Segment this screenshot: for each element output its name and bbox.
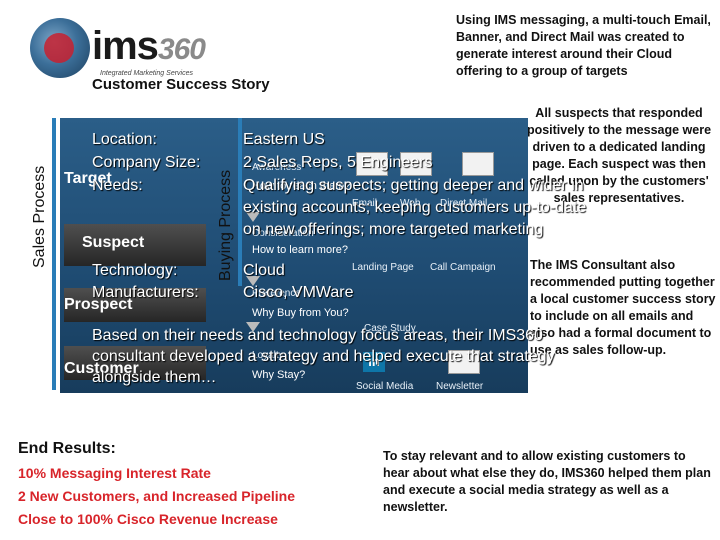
sales-process-label: Sales Process [31, 165, 48, 268]
strategy-line-2: consultant developed a strategy and help… [92, 348, 555, 365]
flow-direct-mail: Direct Mail [440, 198, 488, 209]
flow-case-study: Case Study [364, 323, 416, 334]
buying-process-bar [238, 118, 242, 286]
flow-social-media: Social Media [356, 381, 414, 392]
flow-awareness: Awareness [252, 162, 302, 173]
linkedin-icon: in [363, 352, 385, 372]
flow-loyalty: Loyalty [252, 350, 284, 361]
result-item: 10% Messaging Interest Rate [18, 465, 211, 481]
logo-accent-icon [44, 33, 74, 63]
technology-label: Technology: [92, 262, 178, 279]
flow-how-to-reach: How to reach them? [252, 180, 351, 192]
down-arrow-icon [246, 322, 260, 332]
needs-value-line-1: Qualifying suspects; getting deeper and … [243, 177, 584, 194]
result-item: 2 New Customers, and Increased Pipeline [18, 488, 295, 504]
company-size-label: Company Size: [92, 154, 201, 171]
stage-prospect [64, 288, 206, 322]
sales-process-bar [52, 118, 56, 390]
flow-why-buy: Why Buy from You? [252, 307, 349, 319]
flow-how-to-learn: How to learn more? [252, 244, 348, 256]
technology-value: Cloud [243, 262, 285, 279]
result-item: Close to 100% Cisco Revenue Increase [18, 511, 278, 527]
newsletter-tile-icon [448, 350, 480, 374]
flow-web: Web [400, 198, 421, 209]
logo-brand-number: 360 [157, 33, 206, 66]
logo-brand-main: ims [92, 24, 159, 68]
story-title: Customer Success Story [92, 76, 270, 93]
flow-call-campaign: Call Campaign [430, 262, 496, 273]
stage-customer-label: Customer [64, 360, 139, 377]
web-tile-icon [400, 152, 432, 176]
flow-consideration: Consideration [252, 228, 314, 239]
consultant-note: The IMS Consultant also recommended putt… [530, 258, 716, 357]
landing-page-note: All suspects that responded positively t… [526, 106, 712, 205]
down-arrow-icon [246, 276, 260, 286]
flow-landing-page: Landing Page [352, 262, 414, 273]
stage-prospect-label: Prospect [64, 296, 133, 313]
messaging-note: Using IMS messaging, a multi-touch Email… [456, 13, 711, 78]
strategy-line-3: alongside them… [92, 369, 217, 386]
end-results-title: End Results: [18, 440, 116, 457]
location-label: Location: [92, 131, 157, 148]
location-value: Eastern US [243, 131, 325, 148]
buying-process-label: Buying Process [217, 169, 234, 281]
strategy-line-1: Based on their needs and technology focu… [92, 327, 543, 344]
company-size-value: 2 Sales Reps, 5 Engineers [243, 154, 433, 171]
needs-value-line-2: existing accounts; keeping customers up-… [243, 199, 587, 216]
direct-mail-tile-icon [462, 152, 494, 176]
flow-preference: Preference [252, 288, 301, 299]
flow-email: Email [352, 198, 378, 209]
stage-customer [64, 346, 206, 380]
logo-tagline: Integrated Marketing Services [100, 70, 193, 77]
stage-suspect-label: Suspect [82, 234, 145, 251]
email-tile-icon [356, 152, 388, 176]
flow-newsletter: Newsletter [436, 381, 484, 392]
needs-value-line-3: on new offerings; more targeted marketin… [243, 221, 544, 238]
down-arrow-icon [246, 212, 260, 222]
logo: ims360 [92, 24, 206, 69]
social-media-note: To stay relevant and to allow existing c… [383, 449, 711, 514]
stage-target-label: Target [64, 170, 112, 187]
stage-suspect [64, 224, 206, 266]
needs-label: Needs: [92, 177, 143, 194]
manufacturers-label: Manufacturers: [92, 284, 199, 301]
manufacturers-value: Cisco, VMWare [243, 284, 354, 301]
flow-why-stay: Why Stay? [252, 369, 306, 381]
